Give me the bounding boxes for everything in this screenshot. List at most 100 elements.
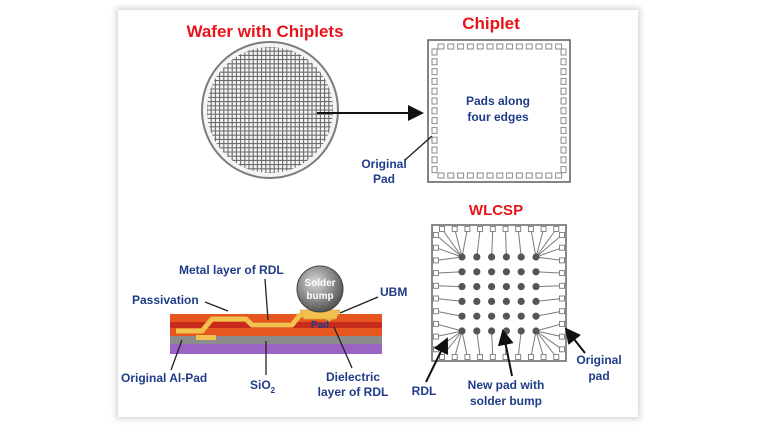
dielectric-pointer [333, 326, 353, 369]
rdl-trace [535, 330, 557, 358]
wlcsp-original-pad [559, 346, 565, 353]
wlcsp-original-pad [559, 232, 565, 238]
chiplet-pad [447, 172, 455, 179]
rdl-trace [505, 228, 507, 258]
chiplet-pad [486, 43, 494, 50]
rdl-trace [535, 271, 563, 274]
chiplet-pad [545, 43, 553, 50]
new-pad-arrow [497, 329, 514, 377]
chiplet-pad [560, 97, 567, 105]
dielectric-label: Dielectric [326, 370, 380, 384]
wlcsp-original-pad [433, 257, 439, 264]
rdl-trace [535, 228, 557, 258]
chiplet-pad [560, 107, 567, 115]
rdl-trace [535, 234, 563, 258]
chiplet-pad [496, 43, 504, 50]
wlcsp-solder-bump [532, 327, 540, 335]
chiplet-pad [555, 43, 563, 50]
chiplet-pad [560, 117, 567, 125]
rdl-trace [535, 247, 563, 258]
rdl-trace [435, 330, 463, 338]
solder-bump-label: Solder [304, 278, 335, 289]
passivation-label: Passivation [132, 293, 199, 307]
chiplet-pad [560, 48, 567, 56]
wlcsp-solder-bump [458, 327, 466, 335]
metal-layer-pointer [264, 278, 269, 321]
wlcsp-solder-bump [532, 297, 540, 305]
wlcsp-original-pad-label: Original [576, 353, 621, 367]
wlcsp-solder-bump [458, 253, 466, 261]
wlcsp-solder-bump [517, 268, 525, 276]
rdl-trace [435, 256, 463, 261]
chiplet-pad [560, 146, 567, 154]
wlcsp-original-pad [489, 226, 496, 232]
chiplet-pad [431, 97, 438, 105]
wlcsp-solder-bump [458, 312, 466, 320]
chiplet-pad [457, 172, 465, 179]
wlcsp-original-pad [433, 346, 439, 353]
chiplet-pad [431, 117, 438, 125]
wlcsp-original-pad [433, 232, 439, 238]
chiplet-pad [431, 58, 438, 66]
wlcsp-rdl-arrow [425, 337, 449, 383]
wlcsp-solder-bump [517, 327, 525, 335]
wlcsp-original-pad-arrow [564, 327, 586, 354]
chiplet-pad [560, 58, 567, 66]
rdl-trace [435, 271, 463, 274]
wlcsp-original-pad [433, 333, 439, 340]
rdl-trace [476, 228, 481, 258]
wlcsp-original-pad [559, 333, 565, 340]
wlcsp-solder-bump [473, 327, 481, 335]
new-pad-label-2: solder bump [470, 394, 542, 408]
wlcsp-solder-bump [532, 268, 540, 276]
wlcsp-original-pad [559, 270, 565, 277]
wlcsp-original-pad [540, 354, 547, 360]
rdl-trace [517, 330, 522, 358]
wlcsp-original-pad-label-2: pad [588, 369, 609, 383]
wlcsp-original-pad [464, 226, 471, 232]
original-al-pad-label: Original Al-Pad [121, 371, 207, 385]
wafer-title: Wafer with Chiplets [186, 22, 343, 41]
wlcsp-solder-bump [502, 283, 510, 291]
pad-label: Pad [311, 320, 329, 331]
wlcsp-package [431, 224, 567, 362]
chiplet-pad [431, 68, 438, 76]
chiplet-pad [476, 43, 484, 50]
rdl-trace [435, 298, 463, 302]
rdl-trace [535, 285, 563, 288]
wlcsp-solder-bump [488, 297, 496, 305]
solder-bump-label-2: bump [306, 291, 333, 302]
wlcsp-solder-bump [473, 297, 481, 305]
chiplet-pad [431, 166, 438, 174]
chiplet-pad [535, 172, 543, 179]
chiplet-pad [560, 136, 567, 144]
rdl-trace [491, 330, 494, 358]
chiplet-pad [476, 172, 484, 179]
wlcsp-original-pad [527, 226, 534, 232]
wlcsp-solder-bump [502, 268, 510, 276]
wlcsp-original-pad [433, 282, 439, 289]
rdl-trace [535, 310, 563, 317]
chiplet-pad [431, 107, 438, 115]
passivation-pointer [204, 301, 229, 312]
chiplet-pad [560, 68, 567, 76]
chiplet-pad [431, 48, 438, 56]
wlcsp-original-pad [477, 226, 484, 232]
wlcsp-solder-bump [473, 283, 481, 291]
wlcsp-solder-bump [473, 253, 481, 261]
wlcsp-solder-bump [473, 268, 481, 276]
chiplet-pad [457, 43, 465, 50]
chiplet-original-pad-label-2: Pad [373, 172, 395, 186]
wlcsp-solder-bump [502, 297, 510, 305]
chiplet-pad [486, 172, 494, 179]
rdl-trace [535, 330, 545, 358]
chiplet-pad [466, 43, 474, 50]
chiplet-pad [431, 87, 438, 95]
wlcsp-solder-bump [458, 268, 466, 276]
wlcsp-original-pad [515, 354, 522, 360]
wlcsp-original-pad [433, 295, 439, 302]
wlcsp-original-pad [489, 354, 496, 360]
rdl-trace [454, 330, 463, 358]
